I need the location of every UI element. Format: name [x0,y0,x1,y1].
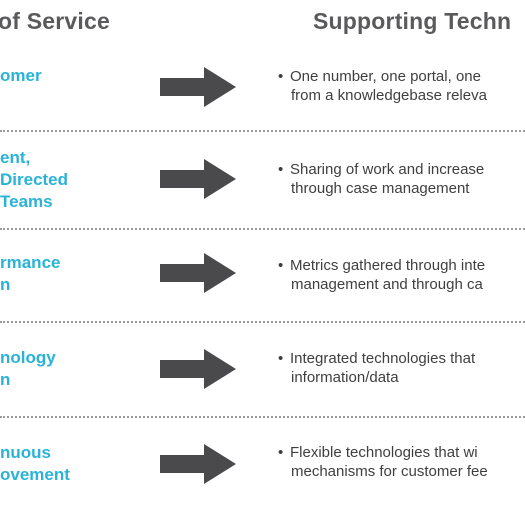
desc-line: mechanisms for customer fee [291,463,488,480]
row-separator [0,416,525,418]
label-line: n [0,275,11,294]
bullet: • [278,444,284,461]
row-performance: rmance n • Metrics gathered through inte … [0,230,525,324]
row-label: nology n [0,347,56,391]
bullet: • [278,161,284,178]
bullet: • [278,68,284,85]
desc-line: through case management [291,180,470,197]
bullet: • [278,350,284,367]
row-self-directed-teams: ent, Directed Teams • Sharing of work and… [0,132,525,226]
row-separator [0,228,525,230]
row-description: • Integrated technologies that informatio… [278,349,475,387]
row-customer: omer • One number, one portal, one from a… [0,50,525,144]
row-separator [0,130,525,132]
row-description: • Flexible technologies that wi mechanism… [278,443,488,481]
label-line: Teams [0,192,53,211]
row-label: omer [0,65,42,87]
label-line: nology [0,348,56,367]
label-line: nuous [0,443,51,462]
label-line: ent, [0,148,31,167]
row-description: • Sharing of work and increase through ca… [278,160,484,198]
desc-line: One number, one portal, one [290,68,481,85]
desc-line: Metrics gathered through inte [290,257,486,274]
row-description: • One number, one portal, one from a know… [278,67,487,105]
desc-line: management and through ca [291,276,483,293]
row-technology: nology n • Integrated technologies that i… [0,323,525,417]
right-arrow-icon [160,253,236,293]
row-continuous-improvement: nuous ovement • Flexible technologies tha… [0,418,525,512]
desc-line: Sharing of work and increase [290,161,485,178]
label-line: n [0,370,11,389]
desc-line: from a knowledgebase releva [291,87,487,104]
header-supporting-technology: Supporting Techn [313,8,512,34]
right-arrow-icon [160,159,236,199]
row-label: nuous ovement [0,442,70,486]
desc-line: Flexible technologies that wi [290,444,478,461]
row-description: • Metrics gathered through inte managemen… [278,256,485,294]
label-line: rmance [0,253,61,272]
bullet: • [278,257,284,274]
label-line: ovement [0,465,70,484]
desc-line: Integrated technologies that [290,350,476,367]
label-line: omer [0,66,42,85]
right-arrow-icon [160,67,236,107]
right-arrow-icon [160,444,236,484]
label-line: Directed [0,170,69,189]
row-label: rmance n [0,252,60,296]
row-separator [0,321,525,323]
right-arrow-icon [160,349,236,389]
row-label: ent, Directed Teams [0,147,68,213]
desc-line: information/data [291,369,399,386]
header-level-of-service: of Service [0,8,110,34]
